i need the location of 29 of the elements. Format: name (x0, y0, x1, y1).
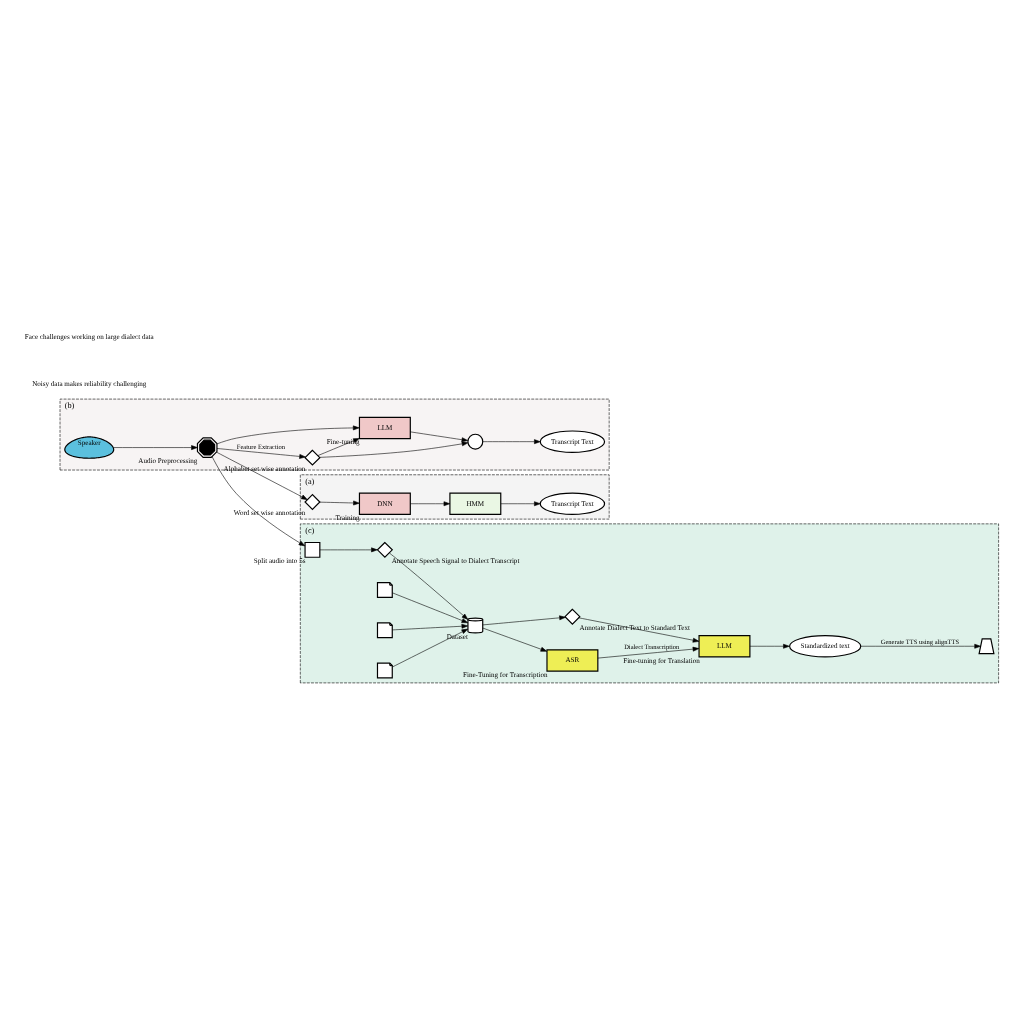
arrow (216, 425, 360, 445)
node-diamond (376, 541, 394, 559)
arrow (319, 547, 378, 553)
arrow (410, 431, 469, 443)
node-diamond (304, 449, 321, 466)
node-speaker (978, 638, 995, 655)
node-diamond (564, 608, 581, 625)
arrow (211, 456, 306, 547)
node-box (304, 541, 321, 558)
arrow (597, 646, 700, 659)
arrow (482, 439, 541, 445)
arrow (113, 445, 198, 450)
arrow (317, 438, 360, 456)
arrow (749, 643, 790, 649)
arrow (392, 623, 469, 631)
arrow (578, 617, 700, 643)
node-diamond (304, 493, 321, 511)
arrow (482, 615, 566, 626)
arrow (216, 448, 306, 459)
arrow (319, 500, 360, 506)
arrow (392, 592, 469, 624)
arrow (860, 643, 981, 649)
arrow (410, 501, 451, 507)
arrow (500, 501, 541, 507)
arrow (319, 441, 469, 458)
arrow (216, 451, 308, 500)
node-circle (467, 433, 484, 450)
arrow (392, 628, 469, 668)
arrow (482, 627, 548, 652)
